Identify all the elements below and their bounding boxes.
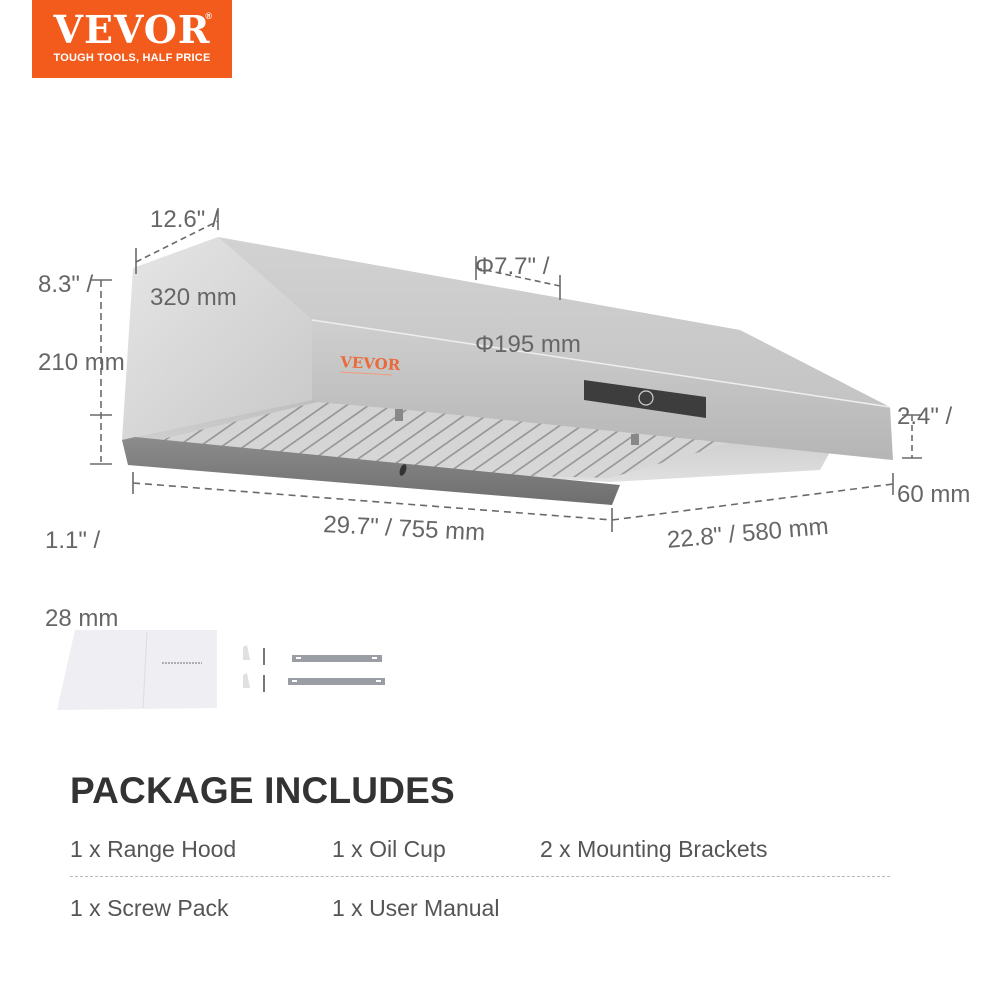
dim-metric: 28 mm xyxy=(45,605,119,632)
registered-mark: ® xyxy=(205,11,212,21)
package-item: 1 x Range Hood xyxy=(70,836,237,862)
power-button-icon xyxy=(638,390,654,406)
control-panel xyxy=(584,380,706,418)
brand-tagline: TOUGH TOOLS, HALF PRICE xyxy=(53,52,211,64)
hood-bottom-lip xyxy=(122,437,620,505)
dim-depth-top: 12.6" / 320 mm xyxy=(150,155,237,337)
dim-metric: 60 mm xyxy=(897,481,971,508)
dim-imperial: Φ7.7" / xyxy=(475,253,550,280)
dim-imperial: 12.6" / xyxy=(150,206,219,233)
dim-imperial: 2.4" / xyxy=(897,403,953,430)
brand-logo: VEVOR ® TOUGH TOOLS, HALF PRICE xyxy=(32,0,232,78)
dim-lip-height: 1.1" / 28 mm xyxy=(45,476,118,658)
dim-imperial: 1.1" / xyxy=(45,527,101,554)
dim-imperial: 8.3" / xyxy=(38,271,94,298)
user-manual-image xyxy=(57,630,217,710)
hood-top-panel xyxy=(218,237,890,407)
package-item: 1 x Screw Pack xyxy=(70,895,229,921)
front-badge: VEVOR xyxy=(339,353,401,374)
dim-back-height: 8.3" / 210 mm xyxy=(38,220,125,402)
dim-duct-diameter: Φ7.7" / Φ195 mm xyxy=(475,202,581,384)
brand-name: VEVOR xyxy=(53,7,211,52)
hood-side-panel xyxy=(122,237,312,440)
package-item: 1 x Oil Cup xyxy=(332,836,446,862)
package-item: 2 x Mounting Brackets xyxy=(540,836,768,862)
dim-metric: 210 mm xyxy=(38,349,125,376)
dim-metric: 320 mm xyxy=(150,284,237,311)
package-item: 1 x User Manual xyxy=(332,895,500,921)
dimension-lines xyxy=(90,208,922,532)
screw-pack-image xyxy=(243,645,265,692)
dim-metric: Φ195 mm xyxy=(475,331,581,358)
range-hood-illustration: VEVOR xyxy=(90,208,922,532)
mounting-brackets-image xyxy=(288,655,385,685)
package-divider xyxy=(70,876,890,877)
package-accessories xyxy=(57,630,385,710)
dim-front-height: 2.4" / 60 mm xyxy=(897,352,970,534)
package-title: PACKAGE INCLUDES xyxy=(70,770,455,811)
